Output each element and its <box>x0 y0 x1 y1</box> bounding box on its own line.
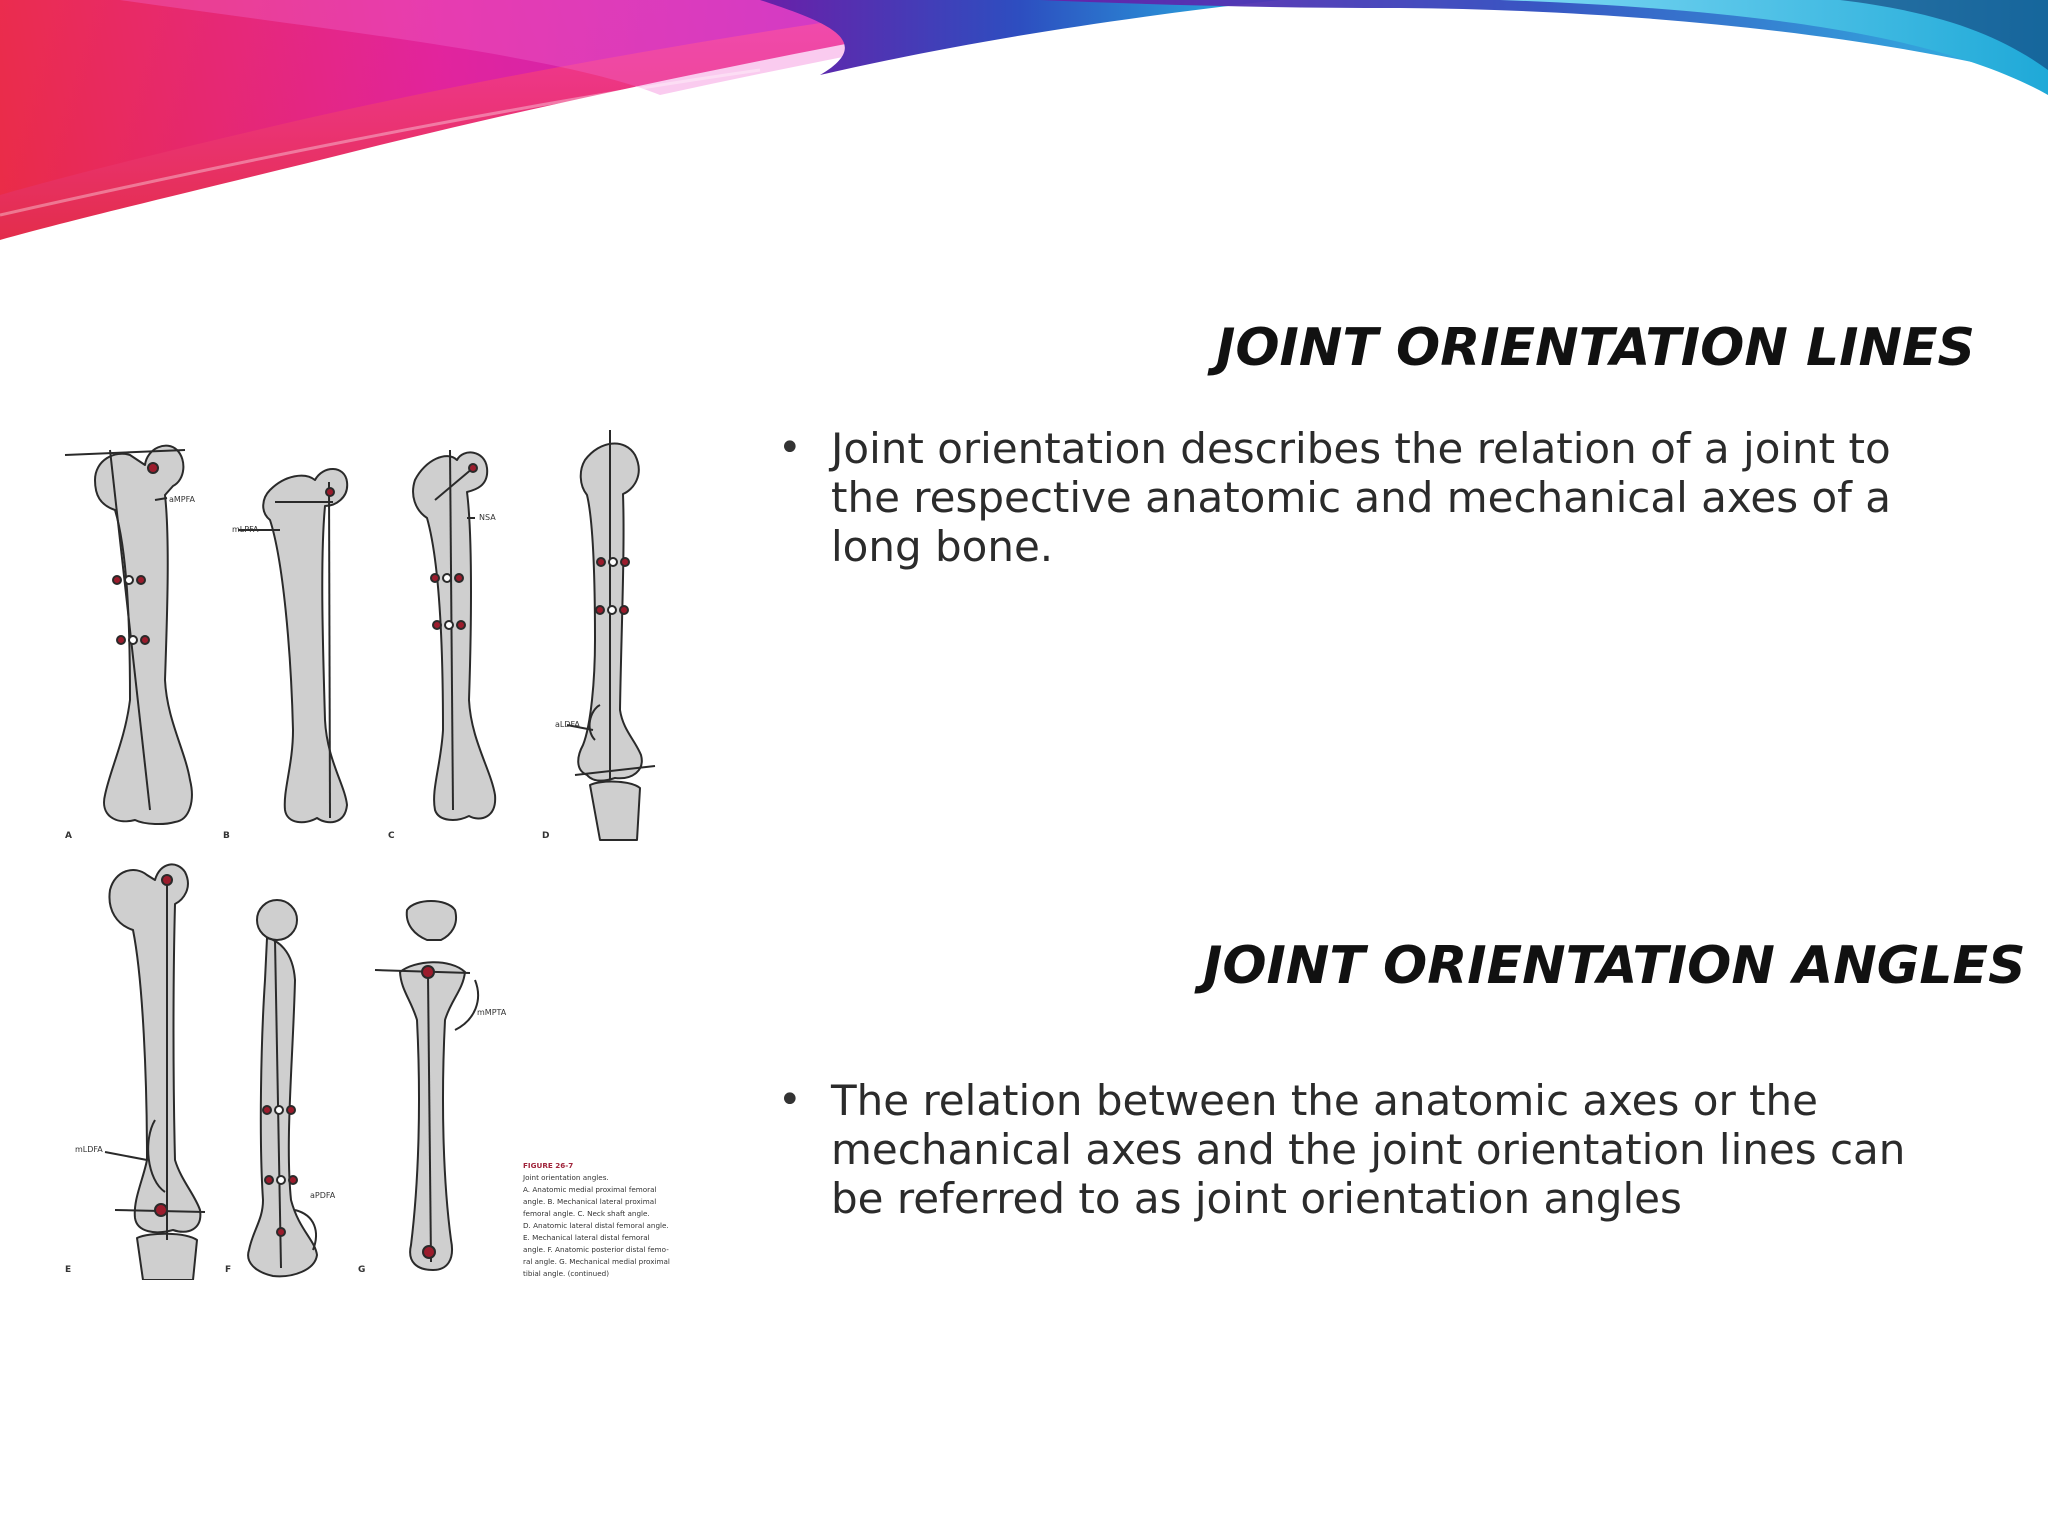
femur-illustration-b <box>238 468 349 824</box>
panel-letter-e: E <box>65 1265 71 1275</box>
figure-caption-line: femoral angle. C. Neck shaft angle. <box>523 1209 650 1218</box>
figure-caption-line: E. Mechanical lateral distal femoral <box>523 1233 650 1242</box>
angle-label-mldfa: mLDFA <box>75 1145 103 1154</box>
figure-caption-line: D. Anatomic lateral distal femoral angle… <box>523 1221 669 1230</box>
panel-letter-d: D <box>542 831 549 841</box>
bullet-list-lines: • Joint orientation describes the relati… <box>778 424 1918 571</box>
list-item: • The relation between the anatomic axes… <box>778 1076 1918 1223</box>
panel-letter-f: F <box>225 1265 231 1275</box>
figure-caption-line: tibial angle. (continued) <box>523 1269 609 1278</box>
femur-tibia-illustration-d <box>566 430 656 841</box>
angle-label-mmpta: mMPTA <box>477 1008 507 1017</box>
femur-illustration-a <box>64 444 193 826</box>
angle-label-aldfa: aLDFA <box>555 720 580 729</box>
bone-angles-figure: A B C D E F G aMPFA mLPFA NSA aLDFA mLDF… <box>64 430 670 1280</box>
figure-caption-line: Joint orientation angles. <box>522 1173 609 1182</box>
angle-label-nsa: NSA <box>479 513 496 522</box>
femur-tibia-illustration-e <box>104 863 206 1280</box>
panel-letter-b: B <box>223 831 230 841</box>
bullet-text: The relation between the anatomic axes o… <box>831 1076 1906 1223</box>
bullet-icon: • <box>778 425 802 471</box>
femur-lateral-illustration-f <box>247 899 318 1278</box>
list-item: • Joint orientation describes the relati… <box>778 424 1918 571</box>
figure-caption-line: A. Anatomic medial proximal femoral <box>523 1185 657 1194</box>
figure-caption-line: angle. B. Mechanical lateral proximal <box>523 1197 656 1206</box>
bullet-text: Joint orientation describes the relation… <box>831 424 1892 571</box>
bullet-icon: • <box>778 1077 802 1123</box>
panel-letter-a: A <box>65 831 72 841</box>
bullet-list-angles: • The relation between the anatomic axes… <box>778 1076 1918 1223</box>
figure-caption-line: angle. F. Anatomic posterior distal femo… <box>523 1245 669 1254</box>
panel-letter-g: G <box>358 1265 365 1275</box>
decorative-banner <box>0 0 2048 240</box>
angle-label-apdfa: aPDFA <box>310 1191 336 1200</box>
figure-caption-line: ral angle. G. Mechanical medial proximal <box>523 1257 670 1266</box>
tibia-illustration-g <box>374 900 480 1271</box>
figure-caption-label: FIGURE 26-7 <box>523 1161 573 1170</box>
panel-letter-c: C <box>388 831 395 841</box>
angle-label-mlpfa: mLPFA <box>232 525 259 534</box>
femur-illustration-c <box>412 449 497 821</box>
angle-label-ampfa: aMPFA <box>169 495 195 504</box>
section-heading-lines: JOINT ORIENTATION LINES <box>1216 318 1975 378</box>
section-heading-angles: JOINT ORIENTATION ANGLES <box>1203 936 2026 996</box>
